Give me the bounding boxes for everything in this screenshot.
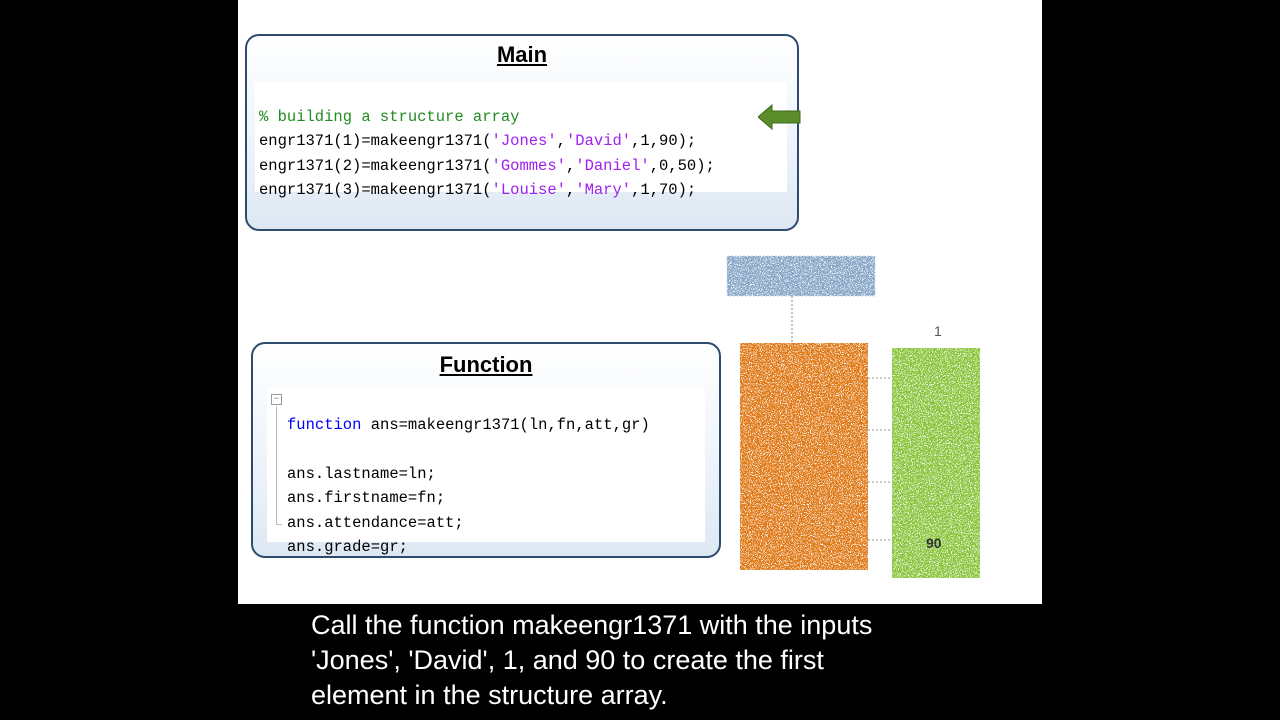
function-body-line-1: ans.lastname=ln; <box>287 464 436 483</box>
pointer-arrow-icon <box>758 104 801 130</box>
fold-toggle-icon[interactable]: − <box>271 394 282 405</box>
code-comment: % building a structure array <box>259 107 520 126</box>
caption-line-1: Call the function makeengr1371 with the … <box>311 610 873 640</box>
caption-line-2: 'Jones', 'David', 1, and 90 to create th… <box>311 645 824 675</box>
fold-guide-end <box>276 524 282 525</box>
structure-diagram: 1 90 <box>726 255 980 578</box>
code-line-3: engr1371(3)=makeengr1371('Louise','Mary'… <box>259 181 697 199</box>
function-code: function ans=makeengr1371(ln,fn,att,gr) … <box>287 388 650 560</box>
struct-values-box <box>892 348 980 578</box>
caption-subtitle: Call the function makeengr1371 with the … <box>311 608 1031 713</box>
function-keyword: function <box>287 415 362 434</box>
slide: Main % building a structure array engr13… <box>238 0 1042 604</box>
struct-fields-box <box>740 343 868 570</box>
value-grade-label: 90 <box>926 535 942 551</box>
main-code: % building a structure array engr1371(1)… <box>259 80 715 203</box>
function-body-line-4: ans.grade=gr; <box>287 538 408 556</box>
caption-line-3: element in the structure array. <box>311 680 668 710</box>
main-panel: Main % building a structure array engr13… <box>245 34 799 231</box>
function-signature-line: function ans=makeengr1371(ln,fn,att,gr) <box>287 415 650 434</box>
fold-guide-line <box>276 406 277 524</box>
function-body-line-3: ans.attendance=att; <box>287 513 464 532</box>
function-panel-title: Function <box>439 352 533 377</box>
function-panel: Function − function ans=makeengr1371(ln,… <box>251 342 721 558</box>
main-panel-title: Main <box>496 42 548 67</box>
struct-name-box <box>727 256 875 296</box>
main-code-editor[interactable]: % building a structure array engr1371(1)… <box>255 82 787 199</box>
struct-index-label: 1 <box>934 323 942 339</box>
code-line-2: engr1371(2)=makeengr1371('Gommes','Danie… <box>259 156 715 175</box>
function-body-line-2: ans.firstname=fn; <box>287 489 446 507</box>
code-line-1: engr1371(1)=makeengr1371('Jones','David'… <box>259 132 697 150</box>
function-code-editor[interactable]: − function ans=makeengr1371(ln,fn,att,gr… <box>267 388 705 556</box>
